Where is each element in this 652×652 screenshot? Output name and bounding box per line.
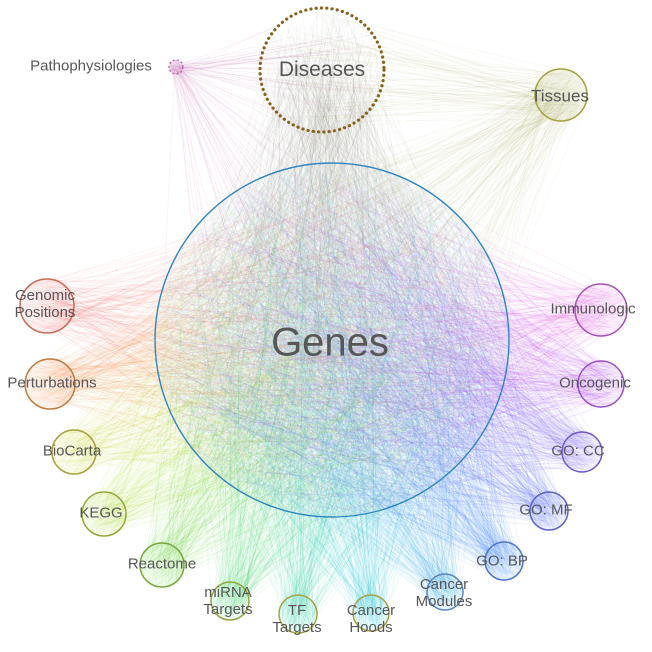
node-circle-cancer_hoods[interactable]	[352, 594, 390, 632]
node-circle-go_cc[interactable]	[561, 431, 603, 473]
edge-bundle-genes-perturbations	[25, 171, 508, 502]
node-circle-genes[interactable]	[154, 162, 510, 518]
edge-bundle-genes-cancer_hoods	[157, 163, 489, 630]
edge-bundle-genes-pathophysiologies	[162, 60, 465, 512]
edge-bundle-genes-oncogenic	[166, 174, 624, 508]
node-circle-cancer_modules[interactable]	[426, 573, 464, 611]
edge-bundle-genes-tf_targets	[162, 167, 499, 633]
edge-bundle-genes-biocarta	[54, 166, 494, 510]
node-circle-mirna_targets[interactable]	[210, 581, 250, 621]
edge-bundle-genes-diseases	[160, 8, 499, 513]
edge-bundle-genes-go_mf	[161, 174, 568, 529]
node-circle-reactome[interactable]	[139, 542, 185, 588]
node-circle-go_bp[interactable]	[484, 541, 524, 581]
edge-bundle-genes-genomic_positions	[20, 177, 498, 516]
node-circle-kegg[interactable]	[81, 491, 127, 537]
edge-bundle-genes-go_cc	[161, 172, 602, 513]
edge-bundle-diseases-pathophysiologies	[169, 19, 375, 124]
node-circle-pathophysiologies[interactable]	[168, 59, 184, 75]
node-circle-tf_targets[interactable]	[278, 594, 318, 634]
edge-bundle-diseases-tissues	[261, 9, 585, 130]
edge-bundle-genes-tissues	[166, 69, 586, 504]
edge-bundle-genes-mirna_targets	[168, 172, 496, 620]
node-circle-go_mf[interactable]	[529, 491, 569, 531]
node-circle-diseases[interactable]	[258, 6, 386, 134]
node-circle-perturbations[interactable]	[24, 358, 76, 410]
node-circle-immunologic[interactable]	[574, 283, 628, 337]
edge-bundle-genes-go_bp	[161, 168, 523, 580]
node-circle-oncogenic[interactable]	[577, 360, 625, 408]
edge-bundle-genes-kegg	[82, 169, 508, 534]
edge-bundle-genes-cancer_modules	[159, 167, 502, 609]
node-circle-biocarta[interactable]	[51, 429, 97, 475]
edge-bundle-genes-immunologic	[174, 173, 625, 514]
node-circle-genomic_positions[interactable]	[19, 278, 75, 334]
edge-bundle-genes-reactome	[139, 165, 502, 587]
node-circle-tissues[interactable]	[534, 68, 588, 122]
